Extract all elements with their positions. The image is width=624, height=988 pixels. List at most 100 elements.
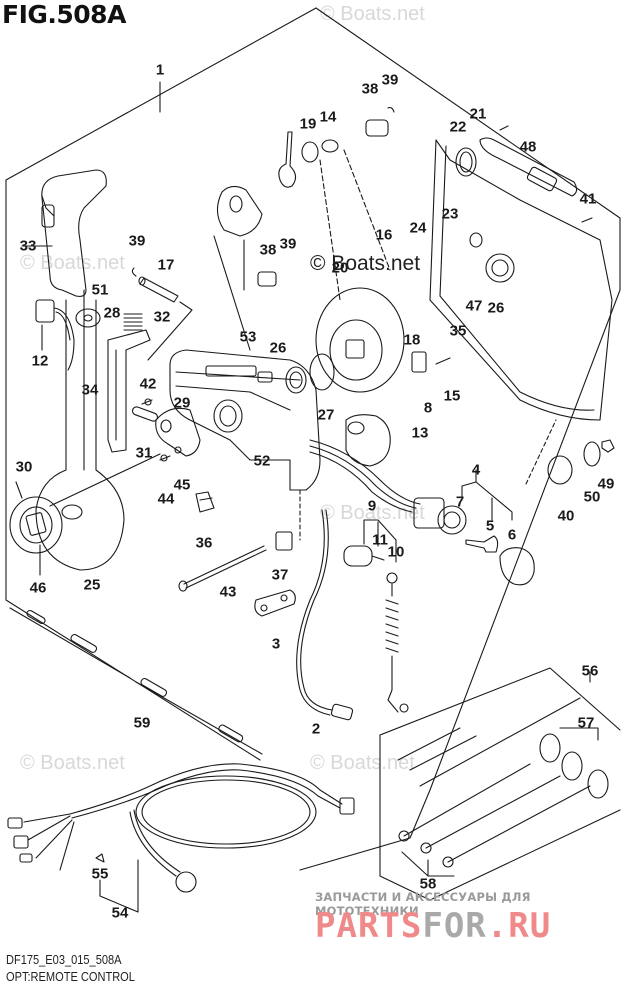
- callout-34[interactable]: 34: [81, 381, 99, 399]
- callout-39c[interactable]: 39: [279, 235, 297, 253]
- callout-4[interactable]: 4: [471, 461, 481, 479]
- bracket-upper: [216, 185, 263, 237]
- watermark-boats-left: © Boats.net: [20, 252, 125, 274]
- callout-36[interactable]: 36: [195, 534, 213, 552]
- callout-38a[interactable]: 38: [361, 80, 379, 98]
- callout-39a[interactable]: 39: [381, 71, 399, 89]
- callout-12[interactable]: 12: [31, 352, 49, 370]
- watermark-boats-bottom-left: © Boats.net: [20, 752, 125, 774]
- kit-boundary-56: [379, 667, 621, 901]
- callout-51[interactable]: 51: [91, 281, 109, 299]
- callout-24[interactable]: 24: [409, 219, 427, 237]
- callout-1[interactable]: 1: [155, 61, 165, 79]
- callout-26b[interactable]: 26: [487, 299, 505, 317]
- plate-part-31: [131, 406, 159, 422]
- switch-part-8: [411, 351, 427, 373]
- callout-44[interactable]: 44: [157, 490, 175, 508]
- callout-7[interactable]: 7: [455, 493, 465, 511]
- screws: [141, 398, 171, 462]
- callout-16[interactable]: 16: [375, 226, 393, 244]
- callout-55[interactable]: 55: [91, 865, 109, 883]
- callout-37[interactable]: 37: [271, 566, 289, 584]
- callout-17[interactable]: 17: [157, 256, 175, 274]
- buzzer-part-13: [345, 414, 391, 467]
- screw-part-48: [499, 125, 509, 131]
- callout-14[interactable]: 14: [319, 108, 337, 126]
- callout-43[interactable]: 43: [219, 583, 237, 601]
- callout-15[interactable]: 15: [443, 387, 461, 405]
- callout-11[interactable]: 11: [372, 531, 388, 549]
- clip-part-38: [365, 119, 389, 137]
- callout-27[interactable]: 27: [317, 406, 335, 424]
- callout-49[interactable]: 49: [597, 475, 615, 493]
- callout-13[interactable]: 13: [411, 424, 429, 442]
- callout-20[interactable]: 20: [331, 259, 349, 277]
- callout-30[interactable]: 30: [15, 458, 33, 476]
- callout-25[interactable]: 25: [83, 576, 101, 594]
- plate-part-21: [479, 137, 578, 197]
- nut-part-49: [601, 439, 615, 453]
- callout-39b[interactable]: 39: [128, 232, 146, 250]
- callout-bracket-9: [363, 519, 397, 563]
- cable-part-59: [9, 607, 263, 755]
- callout-38b[interactable]: 38: [259, 241, 277, 259]
- callout-59[interactable]: 59: [133, 714, 151, 732]
- callout-9[interactable]: 9: [367, 497, 377, 515]
- callout-31[interactable]: 31: [135, 444, 153, 462]
- callout-41[interactable]: 41: [579, 190, 597, 208]
- callout-6[interactable]: 6: [507, 526, 517, 544]
- callout-56[interactable]: 56: [581, 662, 599, 680]
- callout-53[interactable]: 53: [239, 328, 257, 346]
- figure-title: FIG.508A: [2, 0, 126, 29]
- clip-part-38b: [257, 271, 277, 287]
- block-part-37: [275, 531, 293, 551]
- callout-19[interactable]: 19: [299, 115, 317, 133]
- callout-21[interactable]: 21: [469, 105, 487, 123]
- callout-bracket-4: [461, 469, 513, 521]
- callout-22[interactable]: 22: [449, 118, 467, 136]
- plate-part-3: [254, 589, 296, 617]
- callout-18[interactable]: 18: [403, 331, 421, 349]
- callout-45[interactable]: 45: [173, 476, 191, 494]
- callout-32[interactable]: 32: [153, 308, 171, 326]
- lever-part-19: [278, 131, 297, 188]
- callout-42[interactable]: 42: [139, 375, 157, 393]
- washer-part-50: [583, 441, 601, 467]
- reseller-logo-part3: .RU: [486, 906, 552, 946]
- callout-8[interactable]: 8: [423, 399, 433, 417]
- callout-40[interactable]: 40: [557, 507, 575, 525]
- spring-part-32: [123, 313, 143, 331]
- callout-54[interactable]: 54: [111, 904, 129, 922]
- callout-28[interactable]: 28: [103, 304, 121, 322]
- callout-2[interactable]: 2: [311, 720, 321, 738]
- pin-part-17: [131, 267, 193, 361]
- bracket-part-28: [107, 329, 151, 453]
- bushing-part-22: [455, 147, 477, 177]
- callout-29[interactable]: 29: [173, 394, 191, 412]
- callout-10[interactable]: 10: [387, 543, 405, 561]
- friction-plate-part-20: [315, 287, 405, 393]
- reseller-logo: PARTSFOR.RU: [315, 906, 551, 946]
- callout-26a[interactable]: 26: [269, 339, 287, 357]
- callout-57[interactable]: 57: [577, 714, 595, 732]
- leader-lines: [49, 149, 391, 541]
- callout-5[interactable]: 5: [485, 517, 495, 535]
- figure-code: DF175_E03_015_508A: [6, 952, 122, 967]
- reseller-subtitle: ЗАПЧАСТИ И АКСЕССУАРЫ ДЛЯ МОТОТЕХНИКИ: [315, 890, 531, 918]
- screw-part-15: [435, 357, 451, 365]
- callout-50[interactable]: 50: [583, 488, 601, 506]
- callout-48[interactable]: 48: [519, 138, 537, 156]
- callout-47[interactable]: 47: [465, 297, 483, 315]
- callout-35[interactable]: 35: [449, 322, 467, 340]
- callout-33[interactable]: 33: [19, 237, 37, 255]
- rubber-part-40: [547, 455, 573, 485]
- callout-3[interactable]: 3: [271, 635, 281, 653]
- key-part-5: [465, 535, 499, 553]
- callout-23[interactable]: 23: [441, 205, 459, 223]
- harness-part-54: [7, 763, 355, 913]
- lanyard-part-10: [385, 583, 409, 713]
- callout-58[interactable]: 58: [419, 875, 437, 893]
- callout-46[interactable]: 46: [29, 579, 47, 597]
- grip-part-33: [21, 169, 107, 297]
- callout-52[interactable]: 52: [253, 452, 271, 470]
